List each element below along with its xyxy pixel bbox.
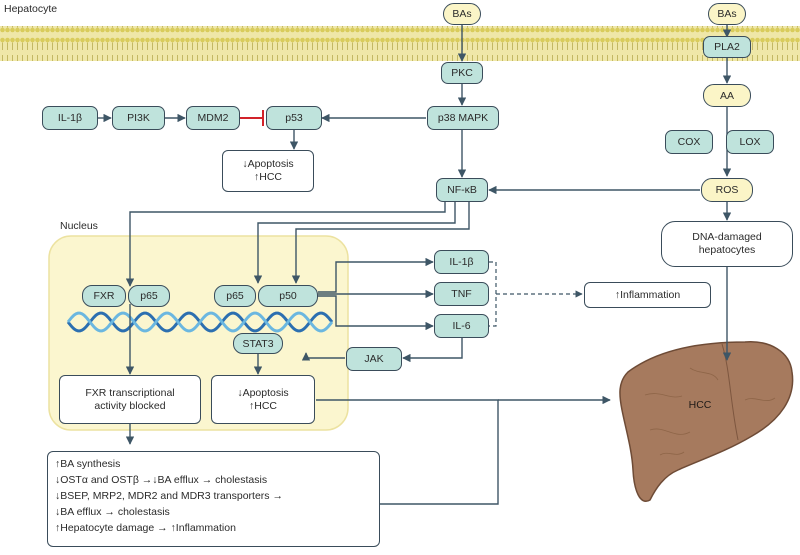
liver-shape: [619, 341, 794, 502]
p53-node: p53: [266, 106, 322, 130]
dna-damaged-text: DNA-damaged: [692, 231, 762, 243]
p65-node: p65: [214, 285, 256, 307]
bile-acid-effects-summary: ↑BA synthesis ↓OSTα and OSTβ →↓BA efflux…: [47, 451, 380, 547]
cell-membrane-lipids: [0, 26, 800, 61]
nucleus-label: Nucleus: [60, 220, 98, 232]
apoptosis-text: ↓Apoptosis: [237, 386, 289, 399]
mdm2-node: MDM2: [186, 106, 240, 130]
il6-node: IL-6: [434, 314, 489, 338]
apoptosis-hcc-nucleus-box: ↓Apoptosis ↑HCC: [211, 375, 315, 424]
pla2-node: PLA2: [703, 36, 751, 58]
hcc-organ-label: HCC: [689, 399, 712, 411]
bile-acids-node: BAs: [708, 3, 746, 25]
fxr-blocked-line1: FXR transcriptional: [85, 386, 175, 399]
summary-line: ↑Hepatocyte damage → ↑Inflammation: [55, 522, 236, 534]
hcc-text: ↑HCC: [254, 171, 282, 183]
inflammation-box: ↑Inflammation: [584, 282, 711, 308]
dna-helix: [66, 311, 334, 333]
jak-node: JAK: [346, 347, 402, 371]
ros-node: ROS: [701, 178, 753, 202]
hepatocytes-text: hepatocytes: [698, 244, 756, 256]
summary-line: ↓BA efflux → cholestasis: [55, 506, 170, 518]
bile-acids-node: BAs: [443, 3, 481, 25]
tnf-node: TNF: [434, 282, 489, 306]
liver-vein-lines: [644, 367, 776, 456]
hepatocyte-label: Hepatocyte: [4, 3, 58, 15]
liver-lobe-line: [721, 343, 739, 441]
il1b-cytokine-node: IL-1β: [434, 250, 489, 274]
pkc-node: PKC: [441, 62, 483, 84]
aa-node: AA: [703, 84, 751, 107]
summary-line: ↑BA synthesis: [55, 458, 121, 470]
stat3-node: STAT3: [233, 333, 283, 354]
cox-node: COX: [665, 130, 713, 154]
il1b-node: IL-1β: [42, 106, 98, 130]
apoptosis-hcc-box: ↓Apoptosis ↑HCC: [222, 150, 314, 192]
hcc-text: ↑HCC: [249, 399, 277, 412]
fxr-activity-blocked-box: FXR transcriptional activity blocked: [59, 375, 201, 424]
fxr-node: FXR: [82, 285, 126, 307]
lox-node: LOX: [726, 130, 774, 154]
pathway-arrows: [98, 15, 732, 505]
fxr-blocked-line2: activity blocked: [94, 399, 166, 412]
p38-mapk-node: p38 MAPK: [427, 106, 499, 130]
cytokine-inflammation-link: [489, 261, 583, 327]
apoptosis-text: ↓Apoptosis: [242, 158, 294, 170]
p50-node: p50: [258, 285, 318, 307]
p65-node: p65: [128, 285, 170, 307]
pi3k-node: PI3K: [112, 106, 165, 130]
summary-line: ↓BSEP, MRP2, MDR2 and MDR3 transporters …: [55, 490, 283, 502]
mdm2-inhibits-p53: [240, 110, 264, 126]
dna-damaged-hepatocytes-box: DNA-damaged hepatocytes: [661, 221, 793, 267]
summary-line: ↓OSTα and OSTβ →↓BA efflux → cholestasis: [55, 474, 268, 486]
nf-kb-node: NF-κB: [436, 178, 488, 202]
